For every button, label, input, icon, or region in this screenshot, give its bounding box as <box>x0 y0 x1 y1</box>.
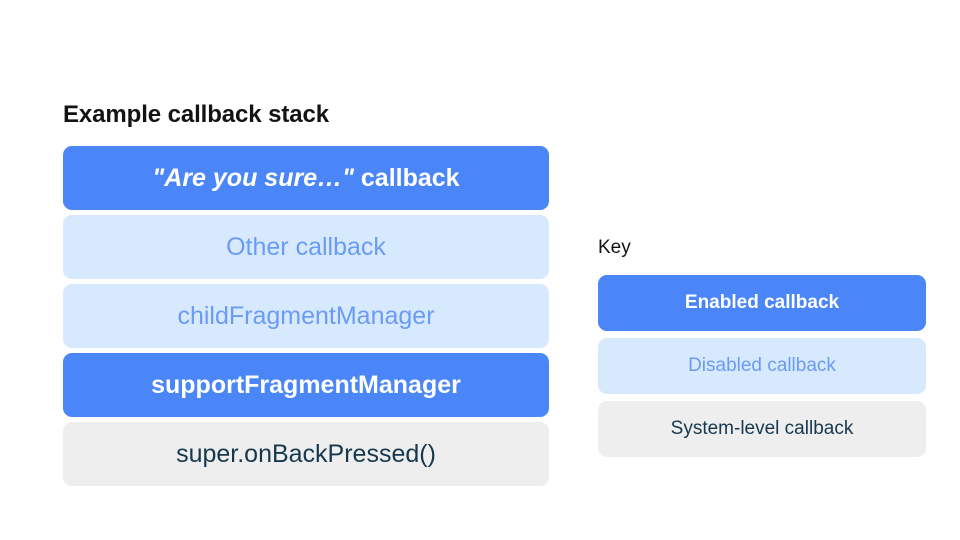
stack-item-label: childFragmentManager <box>177 302 435 330</box>
stack-item-label: super.onBackPressed() <box>176 440 436 468</box>
stack-item-label: supportFragmentManager <box>151 371 461 399</box>
stack-item-suffix-text: callback <box>353 164 460 192</box>
stack-item-label: "Are you sure…" callback <box>152 163 459 193</box>
key-title: Key <box>598 237 631 258</box>
stack-item-label: Other callback <box>226 233 386 261</box>
key-item-label: Enabled callback <box>684 292 840 313</box>
key-legend-section: Key Enabled callback Disabled callback S… <box>598 236 926 457</box>
callback-stack-section: Example callback stack "Are you sure…" c… <box>63 100 549 486</box>
callback-stack-list: "Are you sure…" callback Other callback … <box>63 146 549 486</box>
key-item-disabled-callback: Disabled callback <box>598 338 926 394</box>
stack-item-other-callback[interactable]: Other callback <box>63 215 549 279</box>
key-item-enabled-callback: Enabled callback <box>598 275 926 331</box>
stack-item-super-on-back-pressed[interactable]: super.onBackPressed() <box>63 422 549 486</box>
stack-item-child-fragment-manager[interactable]: childFragmentManager <box>63 284 549 348</box>
stack-item-support-fragment-manager[interactable]: supportFragmentManager <box>63 353 549 417</box>
stack-title: Example callback stack <box>63 101 329 128</box>
key-legend-list: Enabled callback Disabled callback Syste… <box>598 275 926 457</box>
key-item-system-level-callback: System-level callback <box>598 401 926 457</box>
key-item-label: Disabled callback <box>688 355 836 376</box>
key-item-label: System-level callback <box>670 418 854 439</box>
stack-item-quoted-text: "Are you sure…" <box>152 164 354 192</box>
stack-item-are-you-sure-callback[interactable]: "Are you sure…" callback <box>63 146 549 210</box>
